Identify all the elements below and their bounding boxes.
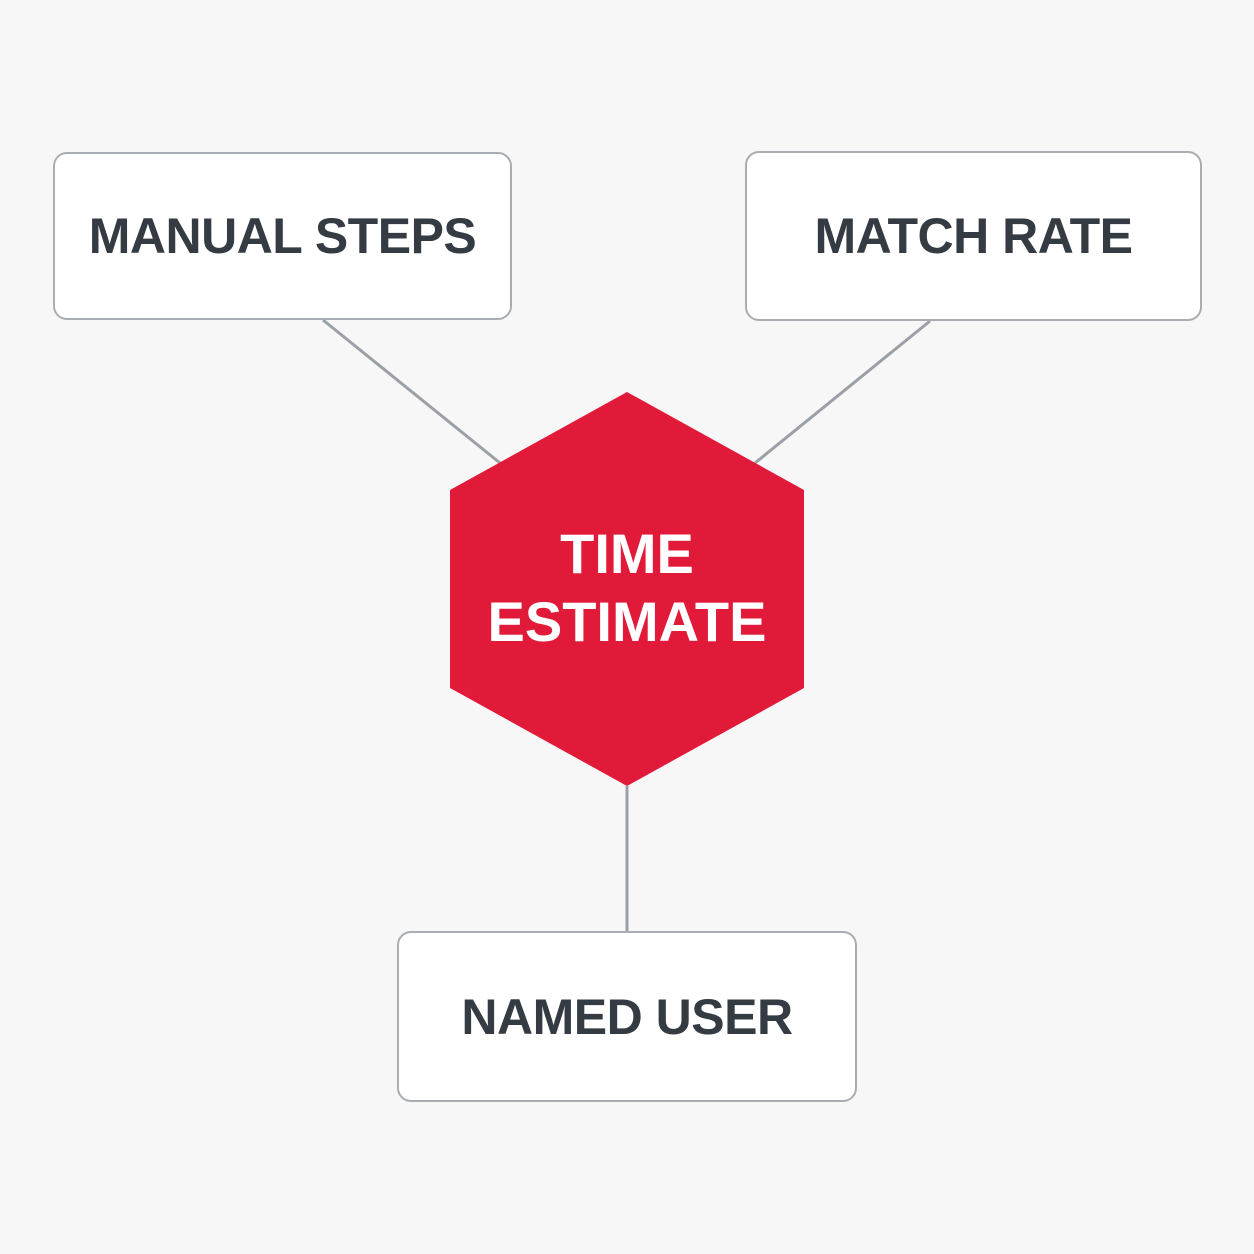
connector-match-rate: [754, 319, 931, 465]
named-user-label: NAMED USER: [461, 988, 793, 1045]
named-user-box: NAMED USER: [397, 931, 857, 1102]
manual-steps-box: MANUAL STEPS: [53, 152, 512, 320]
center-label-line-2: ESTIMATE: [487, 590, 767, 653]
center-label-line-1: TIME: [560, 522, 694, 585]
center-hexagon-shape: [450, 392, 804, 786]
center-label: TIME ESTIMATE: [450, 520, 804, 656]
center-hexagon: [450, 392, 804, 786]
manual-steps-label: MANUAL STEPS: [88, 208, 477, 264]
match-rate-label: MATCH RATE: [814, 208, 1133, 264]
match-rate-box: MATCH RATE: [745, 151, 1202, 321]
connector-manual-steps: [322, 318, 501, 465]
